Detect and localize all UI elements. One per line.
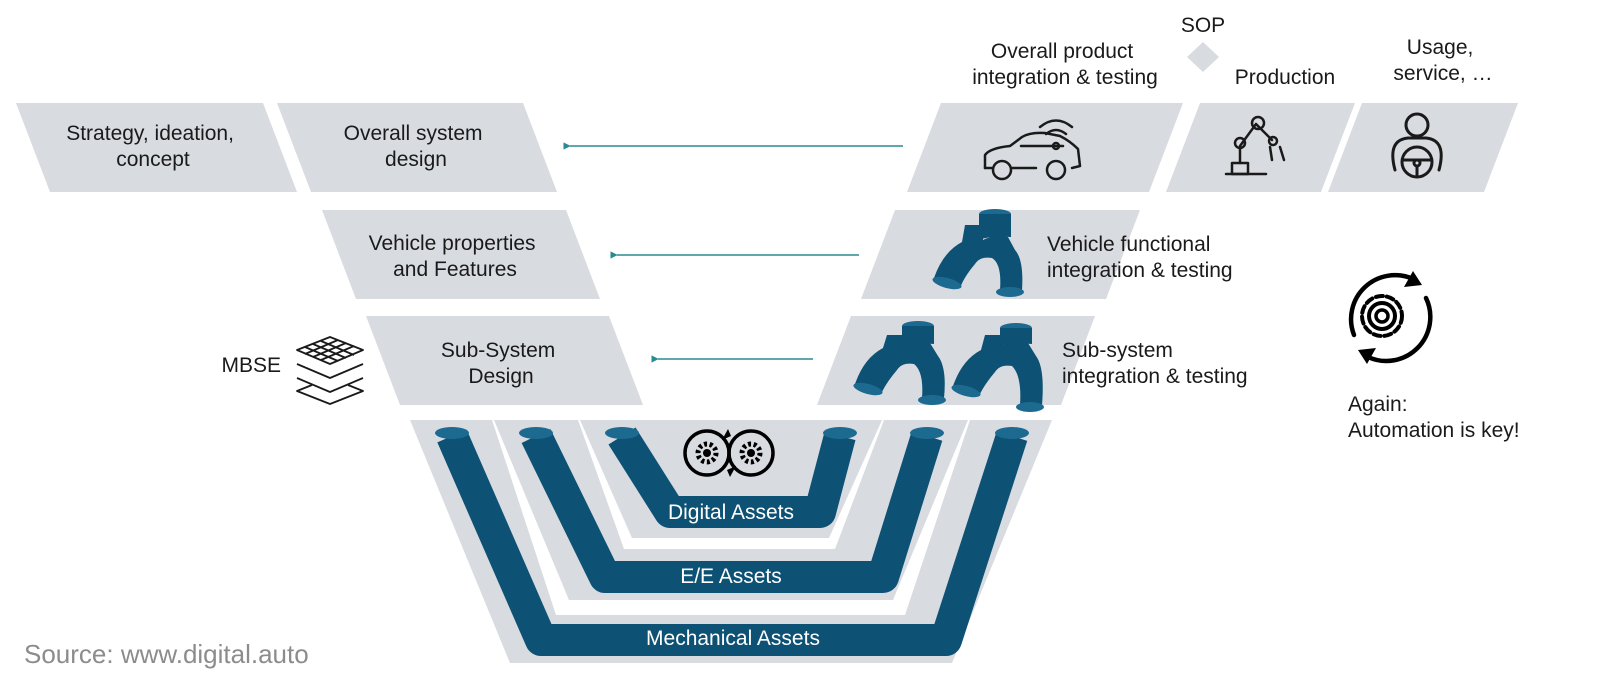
- pipe-caps: [435, 427, 1029, 439]
- driver-icon: [1391, 112, 1443, 179]
- automation-note: Again: Automation is key!: [1348, 393, 1520, 442]
- ee-assets-label: E/E Assets: [680, 565, 782, 588]
- pipe-elbow-icon: [951, 323, 1044, 412]
- pipe-elbow-icon: [932, 209, 1024, 297]
- automation-gear-icon: [1348, 271, 1433, 364]
- ee-pipe: [521, 428, 943, 593]
- product-integration-label: Overall product integration & testing: [972, 40, 1158, 89]
- system-design-label: Overall system design: [344, 122, 489, 171]
- mbse-label: MBSE: [221, 354, 281, 377]
- mechanical-assets-label: Mechanical Assets: [646, 627, 820, 650]
- robot-arm-icon: [1224, 115, 1286, 176]
- gears-cycle-icon: [683, 429, 775, 477]
- sop-diamond: [1187, 42, 1219, 72]
- digital-assets-label: Digital Assets: [668, 501, 794, 524]
- strategy-panel: [16, 103, 297, 192]
- subsystem-design-label: Sub-System Design: [441, 339, 561, 388]
- subsystem-design-panel: [366, 316, 643, 405]
- strategy-label: Strategy, ideation, concept: [66, 122, 240, 171]
- mbse-layers-icon: [296, 336, 364, 405]
- vehicle-functional-label: Vehicle functional integration & testing: [1047, 233, 1233, 282]
- mechanical-pipe: [437, 429, 1028, 656]
- product-integration-panel: [907, 103, 1183, 192]
- pipe-elbow-icon: [853, 321, 946, 405]
- vehicle-properties-label: Vehicle properties and Features: [369, 232, 542, 281]
- sop-label: SOP: [1181, 14, 1225, 37]
- source-caption: Source: www.digital.auto: [24, 639, 309, 669]
- production-panel: [1166, 103, 1355, 192]
- car-wifi-icon: [983, 119, 1082, 181]
- system-design-panel: [277, 103, 557, 192]
- usage-label: Usage, service, …: [1393, 36, 1492, 85]
- vehicle-properties-panel: [322, 210, 600, 299]
- subsystem-integration-label: Sub-system integration & testing: [1062, 339, 1248, 388]
- digital-pipe: [608, 427, 856, 528]
- production-label: Production: [1235, 66, 1335, 89]
